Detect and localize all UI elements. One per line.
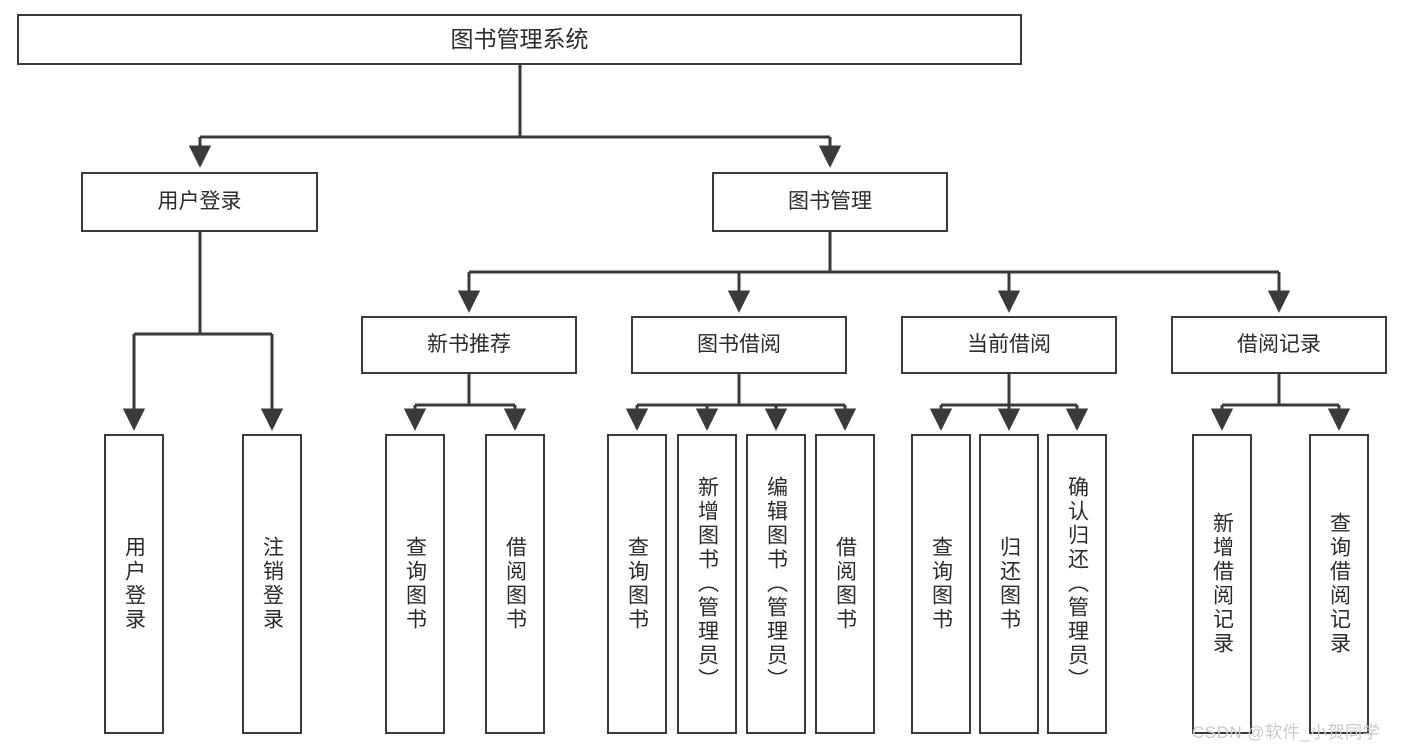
node-leaf-query-book-2[interactable]: 查询图书 (607, 434, 667, 734)
node-leaf-edit-book[interactable]: 编辑图书（管理员） (746, 434, 806, 734)
node-book-management-label: 图书管理 (788, 189, 872, 213)
node-new-book-recommend[interactable]: 新书推荐 (361, 316, 577, 374)
node-root[interactable]: 图书管理系统 (17, 14, 1022, 65)
node-leaf-return-book-label: 归还图书 (997, 536, 1021, 632)
node-leaf-add-record-label: 新增借阅记录 (1210, 512, 1234, 656)
node-leaf-user-logout-label: 注销登录 (260, 536, 284, 632)
node-leaf-query-book-1[interactable]: 查询图书 (385, 434, 445, 734)
node-leaf-query-record[interactable]: 查询借阅记录 (1309, 434, 1369, 734)
node-leaf-query-book-3-label: 查询图书 (929, 536, 953, 632)
node-current-borrow[interactable]: 当前借阅 (901, 316, 1117, 374)
node-leaf-query-book-2-label: 查询图书 (625, 536, 649, 632)
node-leaf-add-record[interactable]: 新增借阅记录 (1192, 434, 1252, 734)
node-root-label: 图书管理系统 (450, 26, 589, 53)
node-book-borrow[interactable]: 图书借阅 (631, 316, 847, 374)
node-leaf-user-login-label: 用户登录 (122, 536, 146, 632)
node-current-borrow-label: 当前借阅 (967, 332, 1051, 356)
watermark: CSDN @软件_小贺同学 (1192, 723, 1381, 742)
node-leaf-borrow-book-1-label: 借阅图书 (503, 536, 527, 632)
node-leaf-user-login[interactable]: 用户登录 (104, 434, 164, 734)
node-leaf-borrow-book-2-label: 借阅图书 (833, 536, 857, 632)
node-borrow-record[interactable]: 借阅记录 (1171, 316, 1387, 374)
node-borrow-record-label: 借阅记录 (1237, 332, 1321, 356)
node-leaf-query-book-3[interactable]: 查询图书 (911, 434, 971, 734)
node-leaf-confirm-return[interactable]: 确认归还（管理员） (1047, 434, 1107, 734)
node-leaf-query-book-1-label: 查询图书 (403, 536, 427, 632)
node-user-login[interactable]: 用户登录 (81, 172, 318, 232)
node-book-management[interactable]: 图书管理 (712, 172, 948, 232)
node-leaf-edit-book-label: 编辑图书（管理员） (764, 476, 788, 692)
node-book-borrow-label: 图书借阅 (697, 332, 781, 356)
node-leaf-add-book-label: 新增图书（管理员） (695, 476, 719, 692)
node-user-login-label: 用户登录 (157, 189, 242, 213)
node-leaf-confirm-return-label: 确认归还（管理员） (1065, 476, 1089, 692)
node-leaf-query-record-label: 查询借阅记录 (1327, 512, 1351, 656)
node-leaf-return-book[interactable]: 归还图书 (979, 434, 1039, 734)
node-leaf-borrow-book-1[interactable]: 借阅图书 (485, 434, 545, 734)
node-new-book-recommend-label: 新书推荐 (427, 332, 511, 356)
node-leaf-borrow-book-2[interactable]: 借阅图书 (815, 434, 875, 734)
node-leaf-user-logout[interactable]: 注销登录 (242, 434, 302, 734)
node-leaf-add-book[interactable]: 新增图书（管理员） (677, 434, 737, 734)
